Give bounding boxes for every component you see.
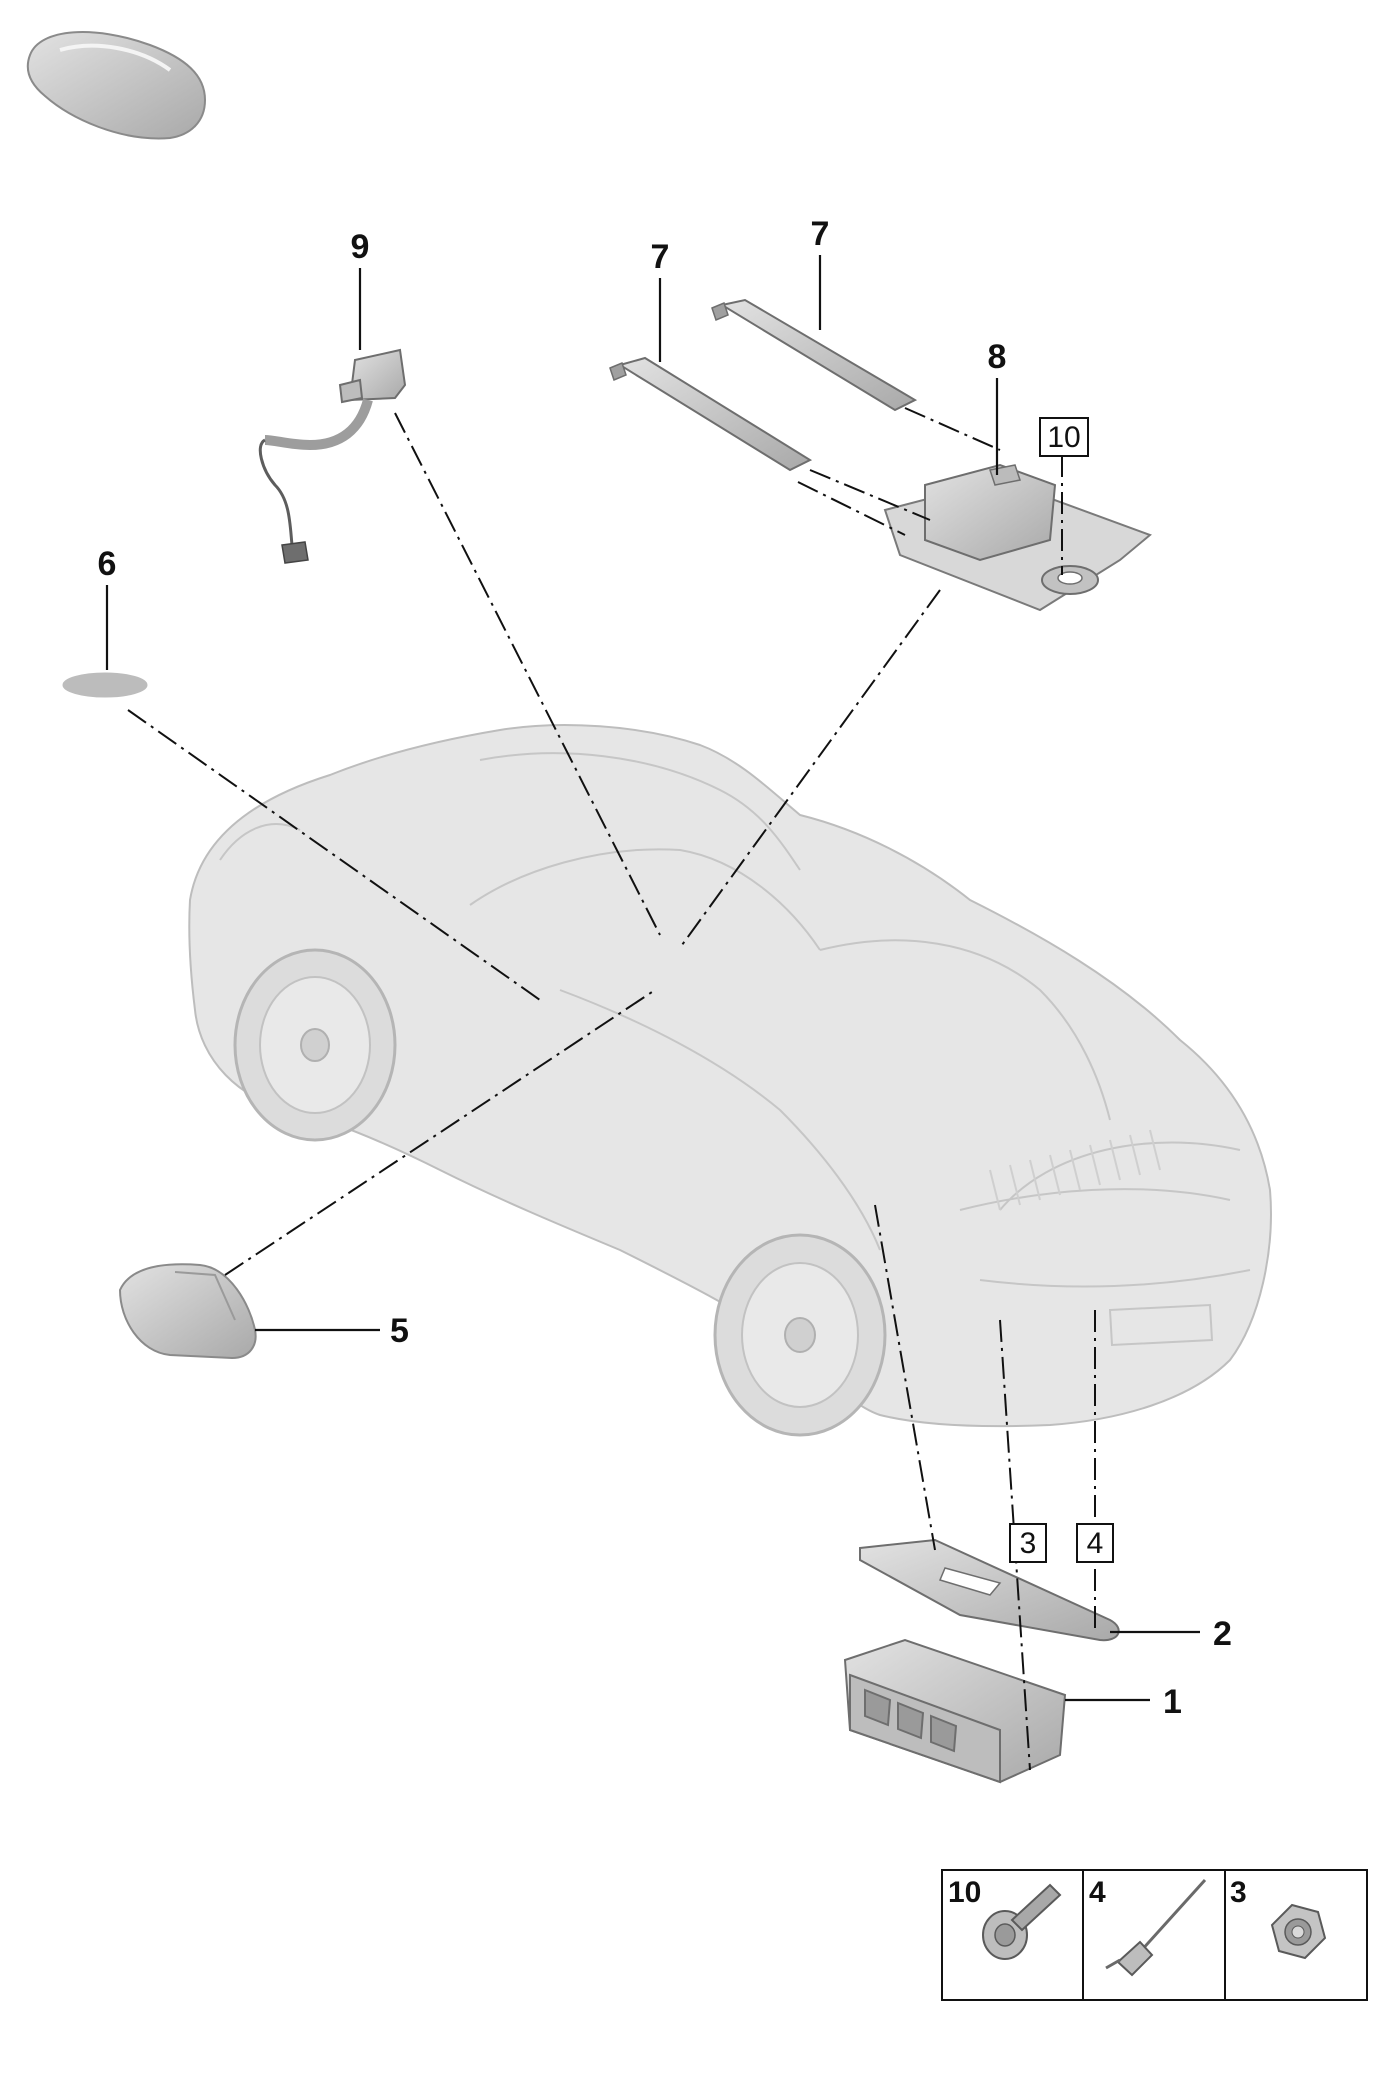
legend-number-4: 4 bbox=[1089, 1876, 1106, 1909]
legend-cell-4: 4 bbox=[1089, 1876, 1207, 1977]
rivet-icon bbox=[1105, 1878, 1207, 1977]
flange-bolt-icon bbox=[982, 1883, 1062, 1960]
part-7-antenna-strip-upper bbox=[711, 298, 918, 412]
boxed-callout-3: 3 bbox=[1020, 1527, 1037, 1560]
part-7-antenna-strip-lower bbox=[609, 356, 813, 472]
part-2-bracket bbox=[859, 1538, 1120, 1642]
callout-9: 9 bbox=[351, 228, 370, 266]
legend-number-10: 10 bbox=[948, 1876, 981, 1909]
boxed-callout-4-frame bbox=[1076, 1523, 1114, 1563]
callout-8: 8 bbox=[988, 338, 1007, 376]
legend-number-3: 3 bbox=[1230, 1876, 1247, 1909]
callout-5: 5 bbox=[390, 1312, 409, 1350]
front-wheel bbox=[233, 948, 397, 1142]
vehicle-model-icon bbox=[26, 31, 207, 140]
part-8-antenna-module bbox=[883, 463, 1152, 612]
boxed-callout-10: 10 bbox=[1047, 421, 1080, 454]
callout-2: 2 bbox=[1213, 1615, 1232, 1653]
part-5-cover bbox=[118, 1263, 257, 1360]
rear-wheel bbox=[713, 1233, 887, 1437]
legend-cell-10: 10 bbox=[948, 1876, 1062, 1960]
part-6-pad bbox=[62, 672, 148, 698]
callout-7-upper: 7 bbox=[811, 215, 830, 253]
callouts: 9 7 7 8 6 5 2 1 10 3 4 bbox=[98, 215, 1232, 1721]
boxed-callout-4: 4 bbox=[1087, 1527, 1104, 1560]
callout-6: 6 bbox=[98, 545, 117, 583]
part-9-antenna-cable bbox=[258, 348, 407, 564]
hardware-legend: 10 4 3 bbox=[941, 1869, 1368, 2001]
vehicle-body bbox=[188, 724, 1272, 1428]
callout-7-lower: 7 bbox=[651, 238, 670, 276]
boxed-callout-10-frame bbox=[1039, 417, 1089, 457]
legend-cell-3: 3 bbox=[1230, 1876, 1327, 1960]
callout-1: 1 bbox=[1163, 1683, 1182, 1721]
hex-nut-icon bbox=[1270, 1903, 1327, 1960]
part-1-control-unit bbox=[843, 1638, 1067, 1784]
boxed-callout-3-frame bbox=[1009, 1523, 1047, 1563]
callout-leaders bbox=[105, 255, 1200, 1702]
